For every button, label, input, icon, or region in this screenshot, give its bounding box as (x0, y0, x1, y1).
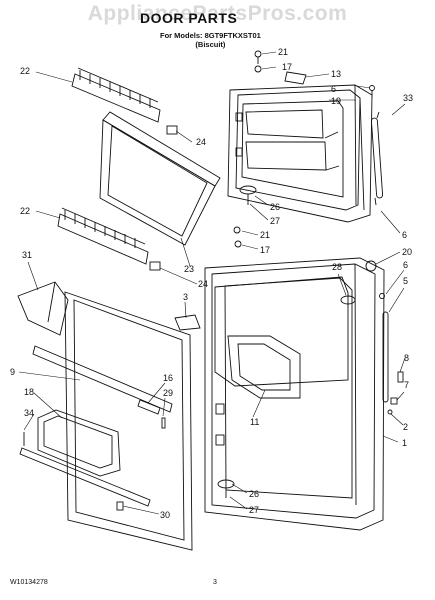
hinge-cover (284, 71, 307, 85)
screw-icon (254, 65, 262, 73)
model-color: (Biscuit) (195, 40, 226, 49)
callout-1: 1 (402, 438, 407, 448)
dairy-door-insert (174, 314, 201, 331)
callout-6: 6 (403, 260, 408, 270)
shelf-clip (149, 261, 161, 271)
model-info: For Models: 8GT9FTKXST01 (Biscuit) (160, 31, 261, 49)
callout-8: 8 (404, 353, 409, 363)
freezer-shelf-rail (71, 67, 161, 123)
callout-24: 24 (198, 279, 208, 289)
callout-20: 20 (402, 247, 412, 257)
page-number: 3 (213, 579, 217, 586)
screw-icon (387, 409, 393, 415)
screw-icon (233, 226, 241, 234)
callout-27: 27 (270, 216, 280, 226)
hinge-bracket (390, 397, 398, 405)
callout-26: 26 (270, 202, 280, 212)
door-bin (37, 409, 121, 477)
door-bottom-shelf-bar (19, 447, 151, 507)
callout-11: 11 (250, 417, 259, 427)
dairy-door (17, 281, 69, 336)
freezer-door (227, 84, 373, 223)
shelf-bar-clip (116, 501, 124, 511)
callout-9: 9 (10, 367, 15, 377)
callout-19: 19 (331, 96, 341, 106)
callout-27: 27 (249, 505, 259, 515)
page-title: DOOR PARTS (140, 10, 238, 26)
callout-22: 22 (20, 206, 30, 216)
callout-6: 6 (402, 230, 407, 240)
fresh-food-shelf-rail (57, 207, 149, 265)
callout-23: 23 (184, 264, 194, 274)
screw-icon (369, 85, 375, 91)
callout-6: 6 (331, 84, 336, 94)
callout-29: 29 (163, 388, 173, 398)
callout-17: 17 (282, 62, 292, 72)
callout-13: 13 (331, 69, 341, 79)
callout-22: 22 (20, 66, 30, 76)
model-numbers: For Models: 8GT9FTKXST01 (160, 31, 261, 40)
callout-30: 30 (160, 510, 170, 520)
callout-26: 26 (249, 489, 259, 499)
callout-2: 2 (403, 422, 408, 432)
callout-21: 21 (278, 47, 288, 57)
callout-7: 7 (404, 380, 409, 390)
callout-3: 3 (183, 292, 188, 302)
screw-icon (379, 293, 385, 299)
watermark: AppliancePartsPros.com (87, 2, 348, 25)
shelf-clip (166, 125, 178, 135)
callout-18: 18 (24, 387, 34, 397)
door-shelf-bar (32, 345, 173, 413)
freezer-door-handle (370, 111, 384, 206)
callout-28: 28 (332, 262, 342, 272)
callout-5: 5 (403, 276, 408, 286)
callout-31: 31 (22, 250, 32, 260)
screw-icon (234, 240, 242, 248)
callout-24: 24 (196, 137, 206, 147)
fresh-food-door (204, 257, 385, 531)
callout-16: 16 (163, 373, 173, 383)
fresh-food-door-handle (382, 311, 389, 403)
callout-21: 21 (260, 230, 270, 240)
callout-33: 33 (403, 93, 413, 103)
callout-34: 34 (24, 408, 34, 418)
callout-17: 17 (260, 245, 270, 255)
fresh-food-door-gasket (64, 291, 193, 551)
shelf-bar-clip (161, 417, 166, 429)
screw-icon (254, 50, 262, 58)
document-number: W10134278 (10, 579, 48, 586)
freezer-door-gasket (99, 111, 221, 246)
hinge-bracket (397, 371, 404, 383)
hinge-bushing (365, 260, 377, 272)
shelf-bar-end-cap (137, 399, 161, 415)
